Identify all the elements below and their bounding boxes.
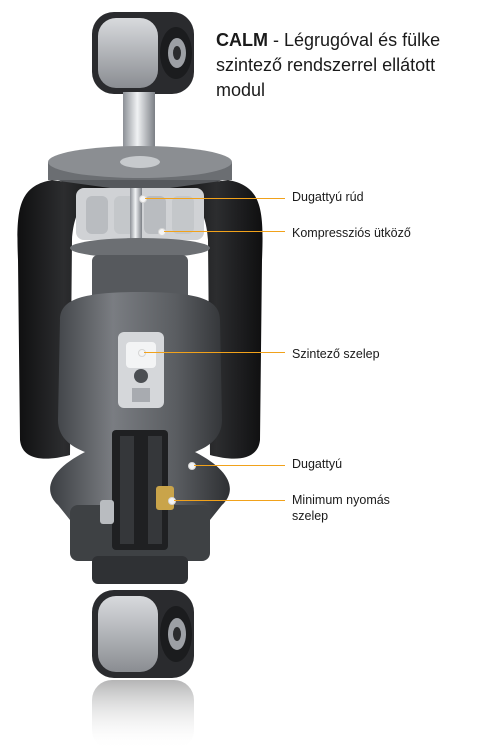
bump-stop <box>70 188 210 258</box>
leveling-valve <box>118 332 164 408</box>
bottom-bushing <box>92 590 194 678</box>
label-piston-rod: Dugattyú rúd <box>292 190 364 204</box>
callout-point-bump-stop <box>158 228 166 236</box>
floor-reflection <box>92 680 194 750</box>
label-bump-stop: Kompressziós ütköző <box>292 226 411 240</box>
label-leveling-valve: Szintező szelep <box>292 347 380 361</box>
callout-point-piston-rod <box>139 195 147 203</box>
leader-piston-rod <box>145 198 285 199</box>
callout-point-piston <box>188 462 196 470</box>
leader-min-pressure-valve <box>174 500 285 501</box>
leader-piston <box>194 465 285 466</box>
title-bold: CALM <box>216 30 268 50</box>
label-min-pressure-valve: Minimum nyomás szelep <box>292 493 390 523</box>
title-rest: - Légrugóval és fülke szintező rendszerr… <box>216 30 441 100</box>
top-cap <box>48 146 232 190</box>
callout-point-leveling-valve <box>138 349 146 357</box>
top-bushing <box>92 12 194 94</box>
label-piston: Dugattyú <box>292 457 343 471</box>
leader-leveling-valve <box>144 352 285 353</box>
page-title: CALM - Légrugóval és fülke szintező rend… <box>216 28 476 103</box>
leader-bump-stop <box>164 231 285 232</box>
callout-point-min-pressure-valve <box>168 497 176 505</box>
